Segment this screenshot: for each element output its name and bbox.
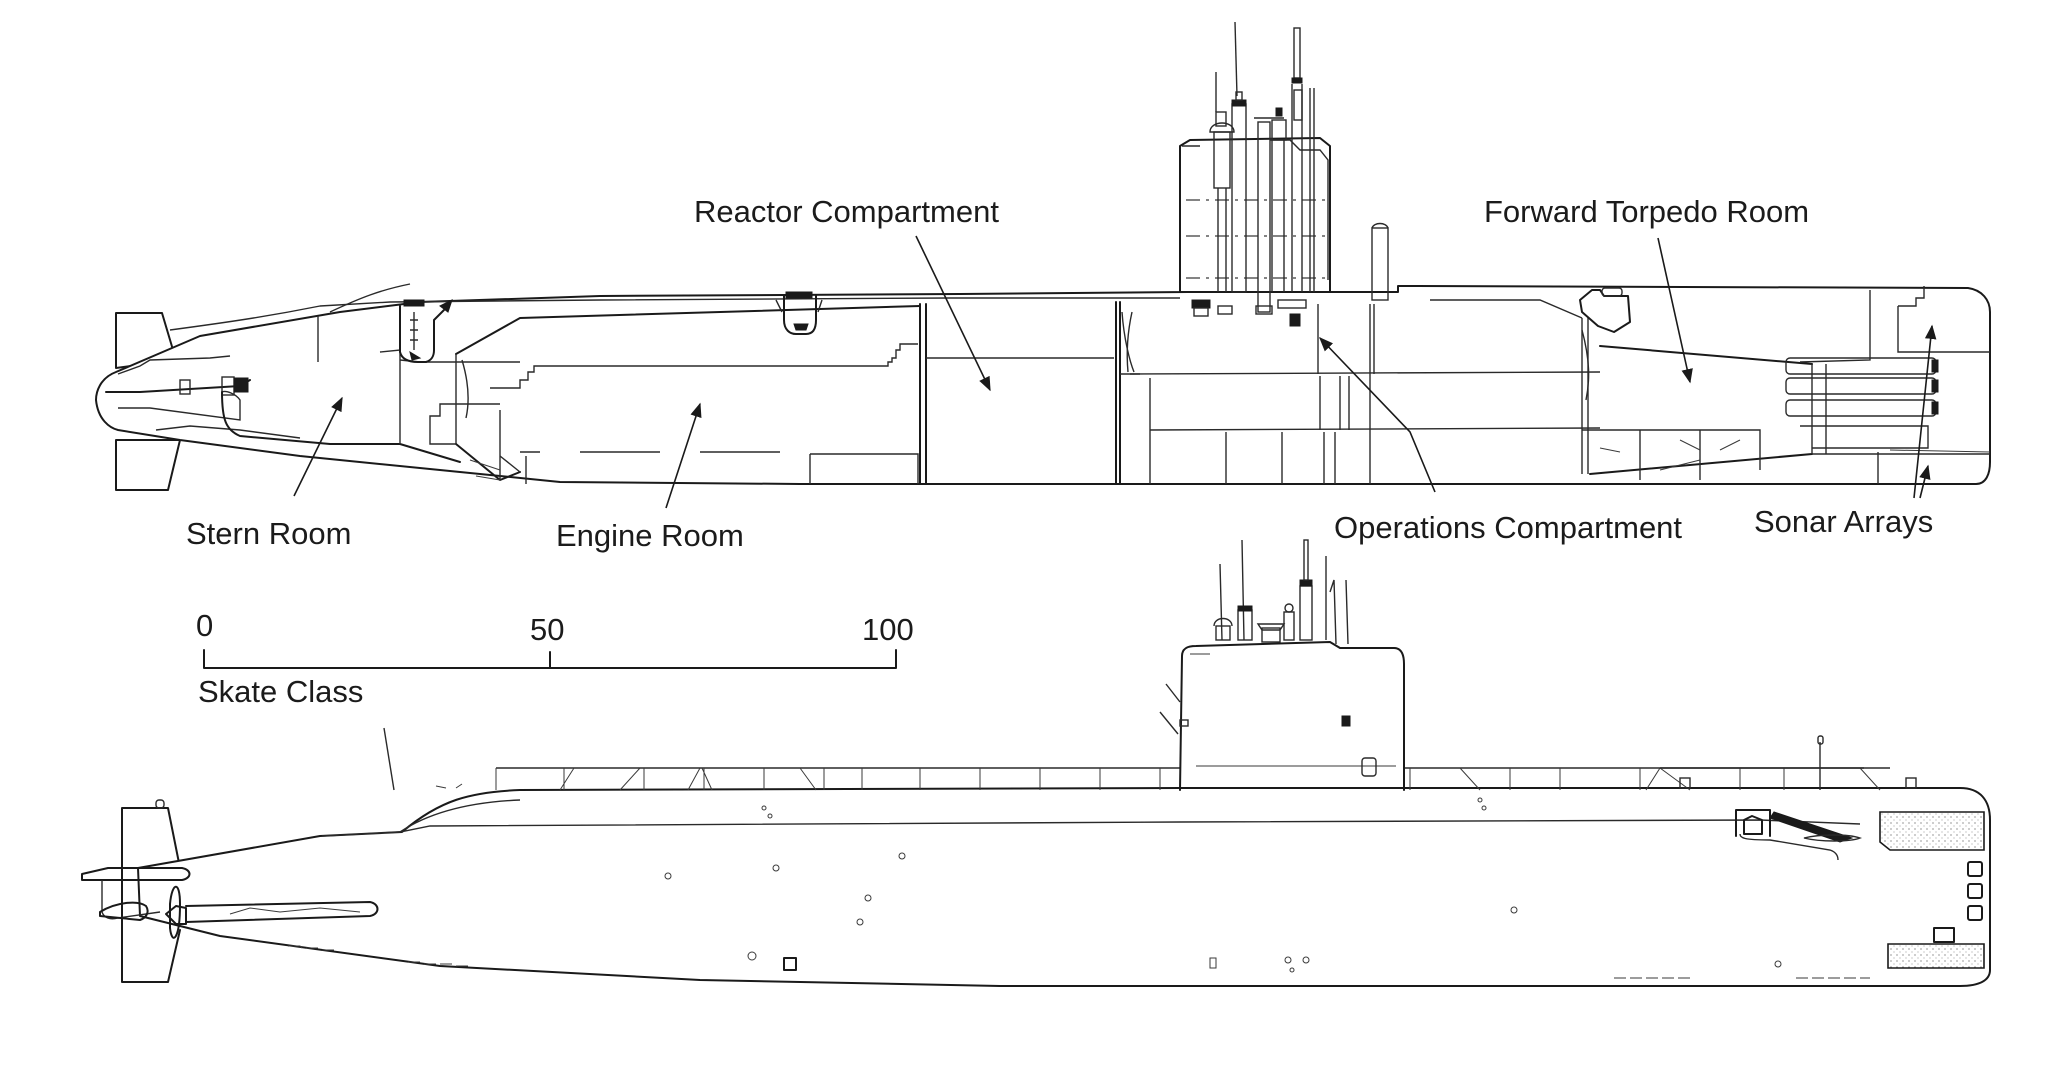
engine-room-structure xyxy=(429,305,921,484)
external-sail xyxy=(1159,539,1405,791)
label-operations-compartment: Operations Compartment xyxy=(1334,510,1682,545)
leader-stern-room xyxy=(293,396,343,497)
midships-hatch xyxy=(775,291,823,335)
scale-bar: 0 50 100 Skate Class xyxy=(196,608,914,709)
cutaway-outer-hull xyxy=(95,137,1991,485)
stern-hatch xyxy=(399,299,453,363)
label-reactor-compartment: Reactor Compartment xyxy=(694,194,999,229)
leader-engine-room xyxy=(665,402,702,509)
cutaway-view xyxy=(95,21,1991,491)
scale-tick-50: 50 xyxy=(530,612,564,647)
bow-sonar-window-lower xyxy=(1887,943,1985,969)
external-rudder xyxy=(121,807,181,983)
forward-torpedo-room-structure xyxy=(1579,286,1991,484)
deck-railings xyxy=(383,727,1917,791)
leader-operations-compartment xyxy=(1319,336,1436,493)
forward-hatch xyxy=(1579,287,1631,333)
label-sonar-arrays: Sonar Arrays xyxy=(1754,504,1933,539)
operations-compartment-structure xyxy=(1126,299,1601,484)
leader-forward-torpedo-room xyxy=(1657,237,1693,384)
external-bow xyxy=(1735,809,1985,969)
torpedo-tubes xyxy=(1785,357,1939,449)
scale-tick-0: 0 xyxy=(196,608,213,643)
scale-tick-100: 100 xyxy=(862,612,914,647)
cutaway-labels: Reactor Compartment Forward Torpedo Room… xyxy=(186,194,1937,553)
external-hull xyxy=(137,787,1991,987)
leader-reactor-compartment xyxy=(915,235,991,392)
label-forward-torpedo-room: Forward Torpedo Room xyxy=(1484,194,1809,229)
leader-sonar-arrays-lower xyxy=(1919,464,1931,499)
label-stern-room: Stern Room xyxy=(186,516,351,551)
scale-caption: Skate Class xyxy=(198,674,363,709)
bow-sonar-window-upper xyxy=(1879,811,1985,851)
hull-fixtures xyxy=(288,797,1870,979)
stern-room-structure xyxy=(105,316,520,463)
sail-masts xyxy=(1182,21,1389,327)
leader-sonar-arrays-upper xyxy=(1913,324,1937,499)
external-view xyxy=(81,539,1991,987)
reactor-compartment-structure xyxy=(919,301,1140,485)
external-stern-planes xyxy=(81,867,379,939)
label-engine-room: Engine Room xyxy=(556,518,744,553)
